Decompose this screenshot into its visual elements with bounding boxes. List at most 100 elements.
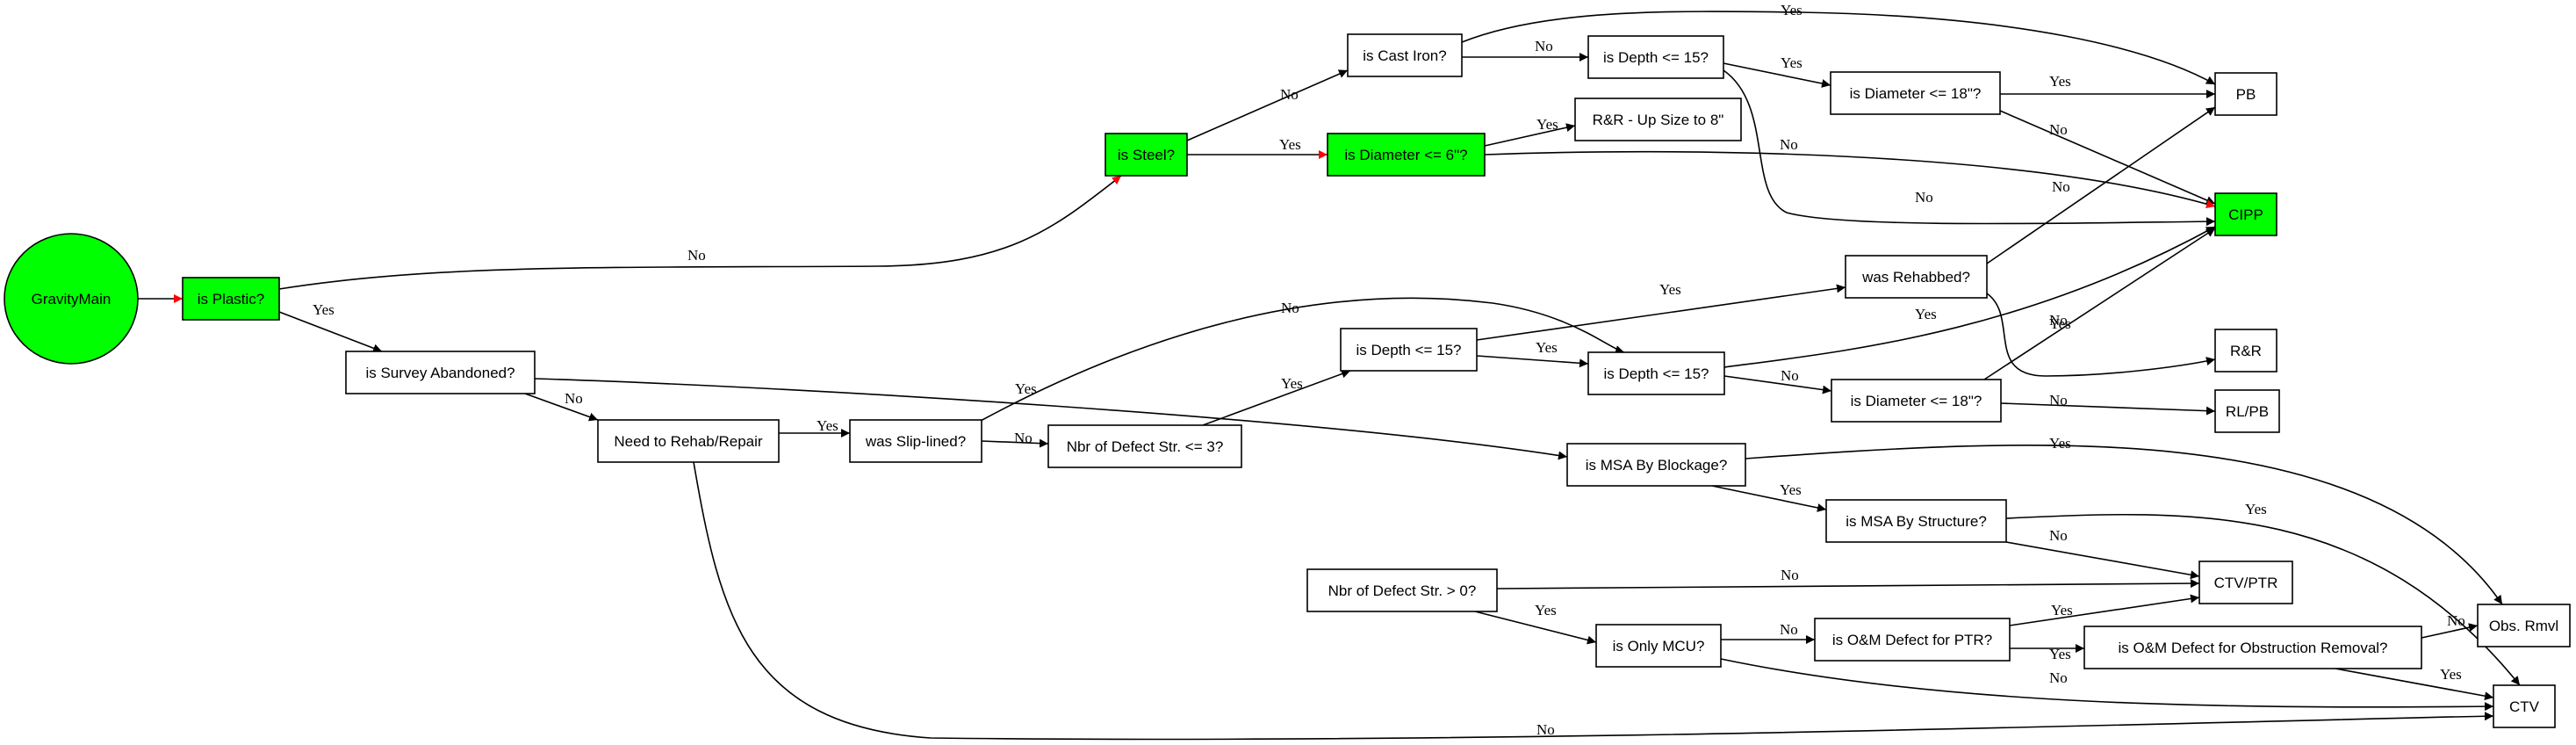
node-label: was Rehabbed? [1861,269,1970,286]
node-shape [1105,133,1188,177]
edge-label: No [1781,567,1799,583]
edge-label: No [1280,86,1299,103]
node-label: Obs. Rmvl [2489,618,2558,634]
node-shape [345,351,536,394]
node-shape [1347,33,1463,77]
node-label: Need to Rehab/Repair [614,433,763,450]
edge-line [524,393,599,422]
node-is-om-ptr: is O&M Defect for PTR? [1814,618,2011,662]
edge-is_steel-to-is_diameter_6: Yes [1187,136,1328,159]
edge-was_rehabbed-to-pb: No [1986,293,2216,377]
edge-label: No [1915,189,1933,206]
node-cipp: CIPP [2214,192,2277,236]
node-is-plastic: is Plastic? [182,277,280,321]
edge-nbr_defect_le3-to-is_depth_mid: No [978,297,1625,423]
edge-label: Yes [1780,481,1802,498]
edge-is_diameter_6-to-cipp: No [1484,136,2216,209]
edge-line [1986,293,2216,377]
node-label: is Diameter <= 18"? [1850,85,1982,102]
edge-is_diameter_18_low-to-rlpb: Yes [1745,435,2503,605]
edge-nbr_defect_gt0-to-is_only_mcu: No [1721,621,1815,644]
node-shape [1587,351,1725,395]
node-label: R&R [2230,343,2262,359]
node-shape [1814,618,2011,662]
node-label: is MSA By Structure? [1846,513,1987,530]
edge-is_steel-to-is_cast_iron: No [1186,69,1349,141]
edge-label: No [687,247,706,264]
edge-label: Yes [1279,136,1301,153]
node-label: is Plastic? [198,291,265,307]
edge-line [1461,11,2216,85]
edge-was_slip_lined-to-nbr_defect_le3: No [981,430,1049,448]
edge-line [693,461,2494,741]
edge-line [978,297,1625,423]
node-shape [597,419,780,463]
node-shape [2477,604,2571,647]
node-is-steel: is Steel? [1105,133,1188,177]
node-ctv: CTV [2493,684,2556,728]
node-label: is Only MCU? [1613,638,1705,655]
edge-is_diameter_18_top-to-pb: Yes [2000,73,2215,98]
edge-is_msa_blockage-to-is_msa_structure: No [2005,527,2200,580]
edge-is_depth_mid-to-was_rehabbed: Yes [1476,339,1589,368]
edge-was_rehabbed-to-rr: Yes [1723,226,2216,368]
node-rlpb: RL/PB [2214,389,2280,433]
edge-line [278,311,383,353]
node-shape [182,277,280,321]
edge-line [1476,355,1589,368]
edge-label: No [1281,300,1299,316]
edge-is_survey_abandoned-to-is_msa_blockage: Yes [534,378,1568,460]
node-shape [2493,684,2556,728]
edge-line [981,438,1049,448]
edge-line [2005,513,2521,686]
edge-line [2005,541,2200,580]
node-is-diameter-6: is Diameter <= 6"? [1327,133,1486,177]
node-shape [1830,71,2001,115]
node-is-diameter-18-low: is Diameter <= 18"? [1831,379,2002,423]
node-is-depth-low: is Depth <= 15? [1587,351,1725,395]
edge-label: Yes [1536,116,1558,133]
edge-label: Yes [1915,306,1937,322]
edge-is_diameter_18_low-to-cipp: No [2000,392,2216,416]
edge-is_depth_top-to-cipp: No [1723,69,2216,227]
edge-label: No [2049,121,2068,138]
edge-line [1474,611,1597,645]
node-label: CTV [2509,698,2540,715]
edge-label: Yes [1535,602,1557,618]
edge-line [278,175,1122,290]
node-label: is Cast Iron? [1363,47,1446,64]
edge-label: Yes [2049,315,2071,332]
edge-label: No [2447,612,2465,629]
edge-line [1983,228,2216,380]
edge-is_depth_low-to-cipp: No [1723,367,1832,394]
node-gravity-main: GravityMain [4,233,139,365]
node-shape [1595,624,1722,668]
node-shape [2083,626,2422,669]
node-is-om-obstruction: is O&M Defect for Obstruction Removal? [2083,626,2422,669]
node-is-diameter-18-top: is Diameter <= 18"? [1830,71,2001,115]
edge-label: No [1780,136,1798,153]
edge-line [1202,369,1351,426]
edge-label: Yes [313,301,335,318]
edge-line [1711,485,1827,512]
edge-label: No [1781,367,1799,384]
node-label: is Depth <= 15? [1356,342,1461,358]
node-label: PB [2236,86,2256,103]
edge-label: No [2049,312,2068,329]
node-shape [2214,329,2277,372]
node-shape [1831,379,2002,423]
edge-label: Yes [1659,281,1681,298]
edge-line [2000,402,2216,416]
edge-is_cast_iron-to-pb: Yes [1461,2,2216,85]
node-shape [1047,424,1242,468]
edge-is_cast_iron-to-is_depth_top: No [1462,38,1588,61]
edge-label: No [2052,178,2070,195]
node-shape [2214,72,2277,116]
node-label: is Depth <= 15? [1603,49,1709,66]
edge-is_plastic-to-is_steel: No [278,175,1122,290]
edge-label: No [1536,721,1555,738]
node-shape [2198,561,2293,604]
node-nbr-defect-le3: Nbr of Defect Str. <= 3? [1047,424,1242,468]
node-shape [1574,98,1742,141]
node-label: is Diameter <= 6"? [1344,147,1467,163]
